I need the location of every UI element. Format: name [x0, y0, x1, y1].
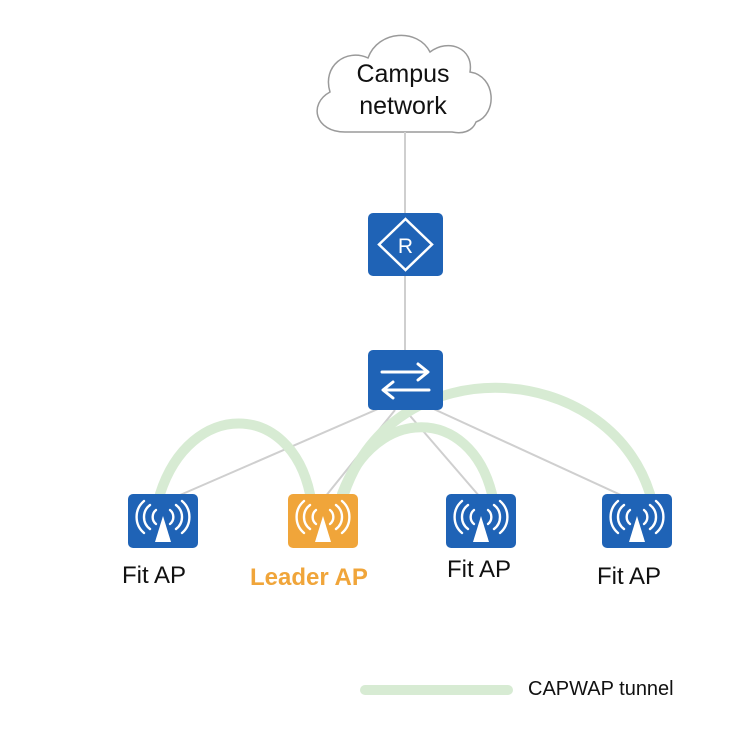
link-switch-ap1: [163, 404, 388, 503]
leader-ap-icon: [288, 494, 358, 548]
tunnel-leader-fit4: [339, 382, 655, 499]
ap-label-4: Fit AP: [597, 563, 662, 590]
fit-ap-icon: [128, 494, 198, 548]
wired-links: [163, 132, 637, 503]
campus-cloud-icon: [316, 34, 492, 134]
router-icon: R: [368, 213, 443, 276]
tunnel-leader-fit1: [155, 418, 315, 499]
ap-label-3: Fit AP: [447, 556, 512, 583]
ap-label-leader: Leader AP: [250, 564, 368, 591]
ap-label-1: Fit AP: [122, 562, 187, 589]
cloud-label: Campus network: [318, 58, 488, 122]
cloud-label-line2: network: [359, 92, 447, 120]
capwap-tunnels: [155, 382, 655, 499]
fit-ap-icon: [446, 494, 516, 548]
switch-icon: [368, 350, 443, 410]
cloud-label-line1: Campus: [356, 60, 450, 88]
svg-text:R: R: [398, 235, 413, 258]
legend-label: CAPWAP tunnel: [528, 678, 674, 700]
fit-ap-icon: [602, 494, 672, 548]
access-points: [128, 494, 672, 548]
link-switch-ap4: [424, 404, 637, 503]
